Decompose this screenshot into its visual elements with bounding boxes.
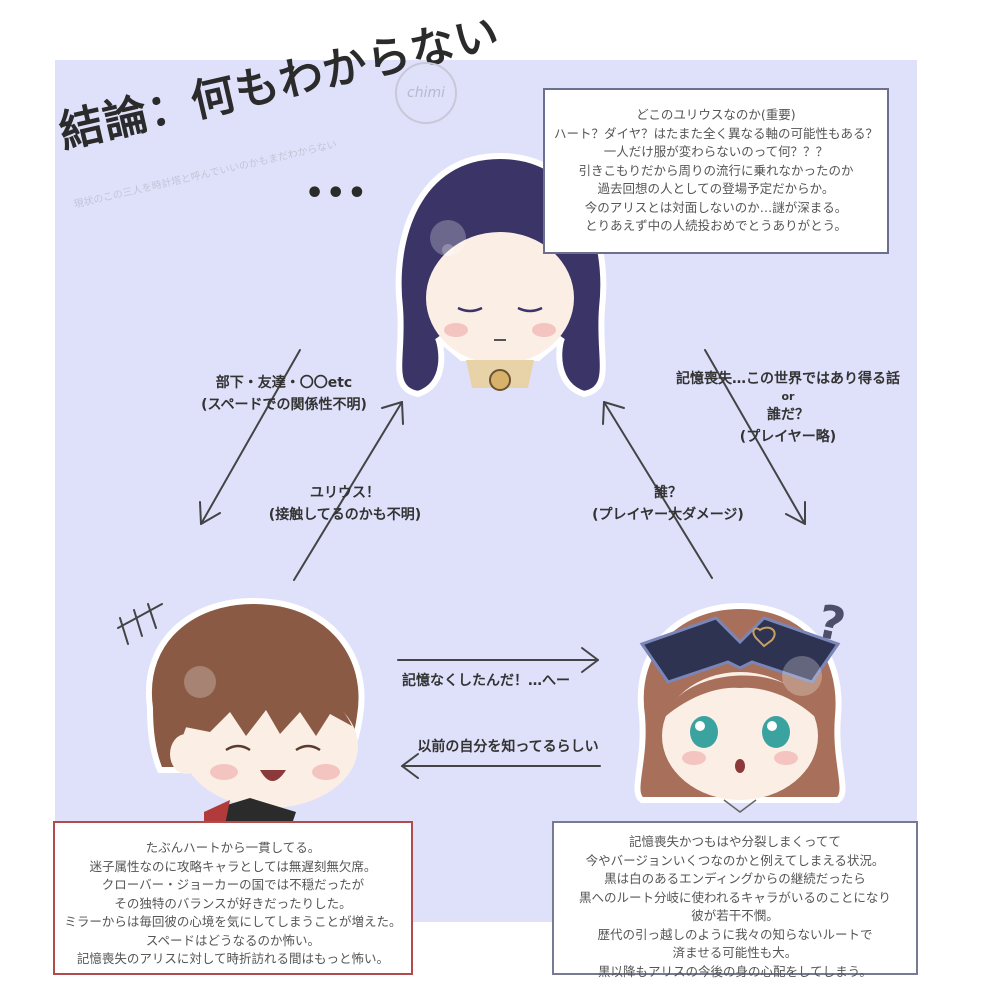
arrow-julius-to-ace bbox=[200, 349, 301, 525]
comment-line: たぶんハートから一貫してる。 bbox=[145, 840, 321, 855]
alice-character bbox=[634, 602, 846, 813]
comment-line: スペードはどうなるのか怖い。 bbox=[145, 932, 321, 948]
note-alice-to-ace: 以前の自分を知ってるらしい bbox=[417, 739, 599, 755]
comment-line: 今やバージョンいくつなのかと例えてしまえる状況。 bbox=[585, 852, 885, 868]
arrow-julius-to-alice bbox=[704, 349, 806, 525]
note-line: 部下・友達・〇〇etc bbox=[215, 375, 353, 391]
ace-character bbox=[145, 598, 365, 830]
note-line: ユリウス！ bbox=[310, 485, 380, 501]
comment-line: 一人だけ服が変わらないのって何？？？ bbox=[603, 144, 829, 159]
comment-line: とりあえず中の人続投おめでとうありがとう。 bbox=[585, 218, 847, 233]
note-julius-to-alice: 記憶喪失…この世界ではあり得る話 or 誰だ？ (プレイヤー略) bbox=[638, 368, 938, 448]
note-line: (スペードでの関係性不明) bbox=[201, 397, 367, 413]
comment-line: ミラーからは毎回彼の心境を気にしてしまうことが増えた。 bbox=[64, 914, 402, 929]
arrow-ace-to-julius bbox=[293, 401, 403, 581]
arrowhead-ace-to-alice bbox=[581, 647, 599, 673]
arrowhead-julius-to-ace bbox=[199, 501, 221, 525]
comment-line: クローバー・ジョーカーの国では不穏だったが bbox=[101, 877, 365, 892]
comment-line: 記憶喪失かつもはや分裂しまくってて bbox=[629, 834, 841, 849]
comment-line: 済ませる可能性も大。 bbox=[672, 945, 798, 960]
arrowhead-alice-to-julius bbox=[602, 401, 625, 425]
comment-line: 記憶喪失のアリスに対して時折訪れる間はもっと怖い。 bbox=[76, 951, 390, 966]
arrowhead-julius-to-alice bbox=[785, 501, 806, 525]
artist-signature: chimi bbox=[395, 62, 457, 124]
ace-comment-box: たぶんハートから一貫してる。 迷子属性なのに攻略キャラとしては無遅刻無欠席。 ク… bbox=[53, 821, 413, 975]
julius-character bbox=[395, 152, 607, 398]
arrow-alice-to-julius bbox=[603, 401, 713, 579]
arrowhead-alice-to-ace bbox=[401, 753, 419, 779]
note-line: (接触してるのかも不明) bbox=[268, 507, 422, 523]
note-alice-to-julius: 誰？ (プレイヤー大ダメージ) bbox=[568, 482, 768, 526]
julius-comment-box: どこのユリウスなのか(重要) ハート？ダイヤ？はたまた全く異なる軸の可能性もある… bbox=[543, 88, 889, 254]
comment-line: 黒は白のあるエンディングからの継続だったら bbox=[604, 871, 866, 886]
comment-line: 過去回想の人としての登場予定だからか。 bbox=[597, 181, 835, 196]
comment-line: どこのユリウスなのか(重要) bbox=[636, 107, 796, 122]
note-ace-to-julius: ユリウス！ (接触してるのかも不明) bbox=[250, 482, 440, 526]
alice-comment-box: 記憶喪失かつもはや分裂しまくってて 今やバージョンいくつなのかと例えてしまえる状… bbox=[552, 821, 918, 979]
note-line: 誰だ？ bbox=[767, 407, 809, 423]
comment-line: 歴代の引っ越しのように我々の知らないルートで bbox=[597, 926, 873, 942]
note-line: (プレイヤー大ダメージ) bbox=[592, 507, 744, 523]
comment-line: 黒以降もアリスの今後の身の心配をしてしまう。 bbox=[598, 963, 872, 979]
comment-line: 迷子属性なのに攻略キャラとしては無遅刻無欠席。 bbox=[89, 858, 377, 874]
annoyance-marks bbox=[117, 603, 163, 645]
note-julius-to-ace: 部下・友達・〇〇etc (スペードでの関係性不明) bbox=[174, 372, 394, 416]
comment-line: ハート？ダイヤ？はたまた全く異なる軸の可能性もある？ bbox=[553, 125, 878, 141]
note-line: or bbox=[781, 390, 795, 403]
arrowhead-ace-to-julius bbox=[381, 401, 404, 425]
note-line: 誰？ bbox=[654, 485, 682, 501]
comment-line: 黒へのルート分岐に使われるキャラがいるのことになり bbox=[579, 889, 891, 905]
note-line: (プレイヤー略) bbox=[739, 429, 837, 445]
ellipsis: ••• bbox=[305, 176, 369, 211]
note-line: 記憶喪失…この世界ではあり得る話 bbox=[676, 371, 900, 387]
comment-line: 今のアリスとは対面しないのか…謎が深まる。 bbox=[584, 199, 848, 215]
comment-line: その独特のバランスが好きだったりした。 bbox=[114, 895, 352, 911]
comment-line: 引きこもりだから周りの流行に乗れなかったのか bbox=[578, 162, 854, 178]
comment-line: 彼が若干不憫。 bbox=[691, 908, 779, 923]
note-ace-to-alice: 記憶なくしたんだ！…へー bbox=[402, 673, 570, 689]
